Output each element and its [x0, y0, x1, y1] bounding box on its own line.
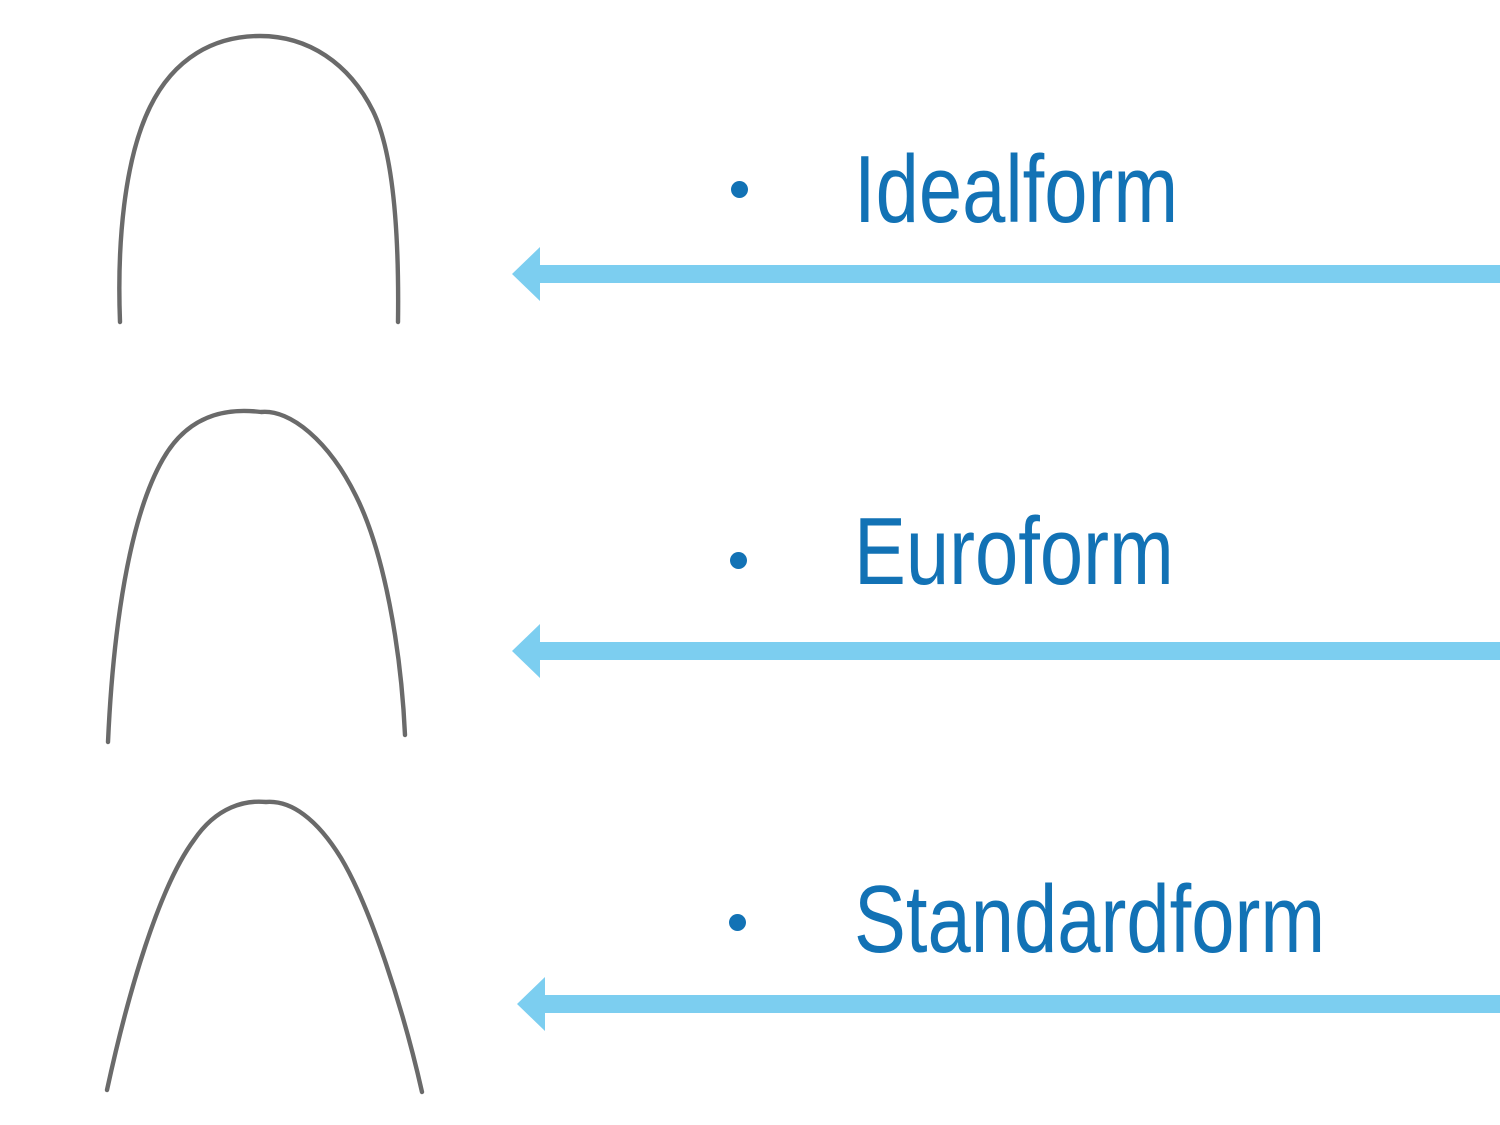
bullet-dot-icon: [729, 914, 746, 931]
label-euroform: Euroform: [854, 498, 1174, 605]
label-idealform: Idealform: [854, 136, 1179, 243]
archwire-euroform-outline-icon: [105, 408, 408, 745]
left-arrow-icon: [512, 624, 1500, 678]
left-arrow-icon: [517, 977, 1500, 1031]
archwire-idealform-outline-icon: [117, 33, 401, 325]
bullet-dot-icon: [730, 552, 747, 569]
label-standardform: Standardform: [854, 866, 1326, 973]
left-arrow-icon: [512, 247, 1500, 301]
bullet-dot-icon: [731, 181, 748, 198]
archwire-standardform-outline-icon: [104, 799, 425, 1095]
